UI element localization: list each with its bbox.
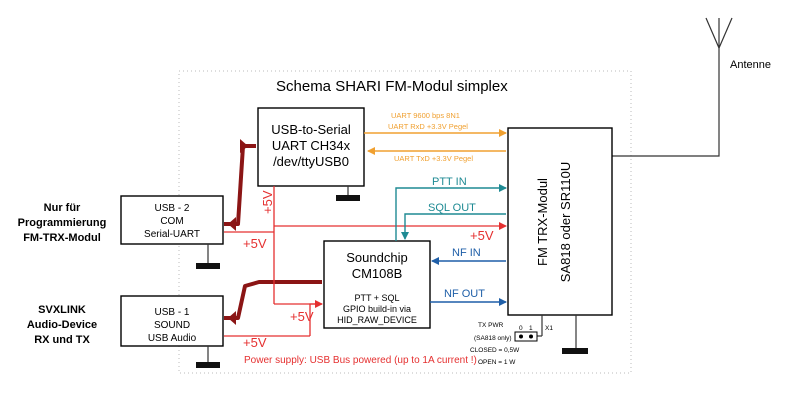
soundchip-note3: HID_RAW_DEVICE <box>337 315 417 325</box>
jumper-x1 <box>514 315 543 342</box>
soundchip-line2: CM108B <box>352 266 403 281</box>
v5-label-trx: +5V <box>470 228 494 243</box>
jumper-line2: (SA818 only) <box>474 335 512 342</box>
sql-out-label: SQL OUT <box>428 202 476 214</box>
antenna-icon <box>612 17 733 157</box>
svx-label-line2: Audio-Device <box>27 319 97 331</box>
power-supply-note: Power supply: USB Bus powered (up to 1A … <box>244 355 477 366</box>
uart-baud-label: UART 9600 bps 8N1 <box>391 111 460 120</box>
usb2-cable <box>224 144 256 226</box>
usb2-line1: USB - 2 <box>154 203 189 214</box>
jumper-pin-1: 1 <box>529 325 533 332</box>
diagram-title: Schema SHARI FM-Modul simplex <box>276 78 508 95</box>
usb1-box <box>120 295 224 347</box>
usb2-line3: Serial-UART <box>144 229 200 240</box>
svx-label-line1: SVXLINK <box>38 304 86 316</box>
trx-box <box>507 127 613 316</box>
usb-serial-line1: USB-to-Serial <box>271 122 351 137</box>
ground-symbol <box>196 362 220 368</box>
usb-serial-line2: UART CH34x <box>272 138 351 153</box>
ground-symbol <box>336 195 360 201</box>
nf-in-label: NF IN <box>452 247 481 259</box>
nf-out-label: NF OUT <box>444 288 485 300</box>
usb2-line2: COM <box>160 216 183 227</box>
ptt-in-label: PTT IN <box>432 176 467 188</box>
ground-symbol <box>562 348 588 354</box>
usb-serial-box <box>257 107 365 187</box>
prog-label-line3: FM-TRX-Modul <box>23 232 101 244</box>
soundchip-note1: PTT + SQL <box>354 293 399 303</box>
usb1-line3: USB Audio <box>148 333 197 344</box>
trx-line1: FM TRX-Modul <box>535 178 550 266</box>
svx-label-line3: RX und TX <box>34 334 90 346</box>
ground-symbol <box>196 263 220 269</box>
uart-txd-label: UART TxD +3.3V Pegel <box>394 154 473 163</box>
usb2-box <box>120 195 224 245</box>
soundchip-box <box>323 240 431 329</box>
trx-line2: SA818 oder SR110U <box>558 162 573 282</box>
jumper-pin-0: 0 <box>519 325 523 332</box>
jumper-line3: CLOSED = 0,5W <box>470 347 520 354</box>
prog-label-line1: Nur für <box>44 202 81 214</box>
soundchip-note2: GPIO build-in via <box>343 304 411 314</box>
v5-label-usb1: +5V <box>243 335 267 350</box>
v5-label-vertical: +5V <box>260 190 275 214</box>
soundchip-line1: Soundchip <box>346 250 407 265</box>
antenna-label: Antenne <box>730 59 771 71</box>
usb1-line2: SOUND <box>154 320 190 331</box>
uart-rxd-label: UART RxD +3.3V Pegel <box>388 122 468 131</box>
v5-label-soundchip: +5V <box>290 309 314 324</box>
usb1-line1: USB - 1 <box>154 307 189 318</box>
jumper-line1: TX PWR <box>478 322 504 329</box>
jumper-ref: X1 <box>545 325 553 332</box>
usb-serial-line3: /dev/ttyUSB0 <box>273 154 349 169</box>
prog-label-line2: Programmierung <box>18 217 107 229</box>
jumper-line4: OPEN = 1 W <box>478 359 516 366</box>
v5-label-usb2: +5V <box>243 236 267 251</box>
